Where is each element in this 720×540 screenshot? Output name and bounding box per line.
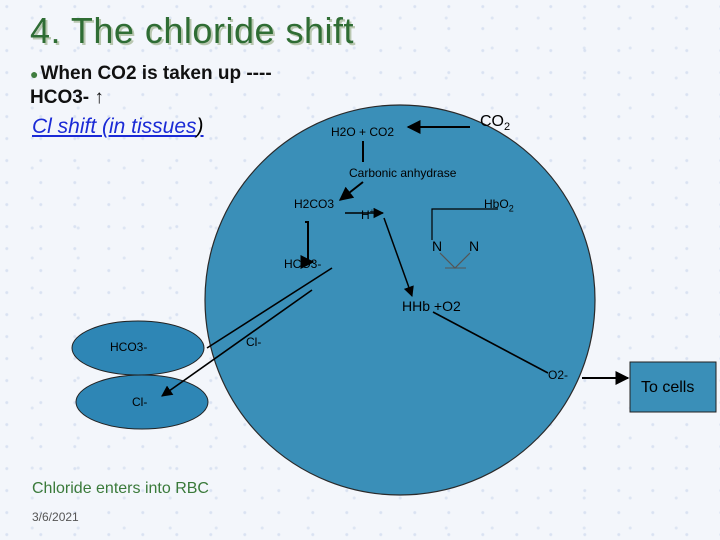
hbo2-label: HbO2	[484, 197, 514, 214]
cl-upper-label: Cl-	[246, 335, 262, 349]
hco3-ellipse-label: HCO3-	[110, 340, 148, 354]
carbonic-anhydrase-label: Carbonic anhydrase	[349, 166, 457, 180]
hhb-o2-label: HHb +O2	[402, 298, 461, 314]
h2co3-to-hco3-arrow	[300, 221, 315, 269]
co2-outside-label: CO2	[480, 113, 511, 134]
cl-entry-arrow	[161, 289, 313, 397]
subtitle-paren: )	[196, 115, 204, 138]
cl-ellipse	[75, 374, 209, 430]
bullet-line-2: HCO3- ↑	[30, 87, 104, 108]
h-plus-label: H+	[361, 207, 375, 222]
subtitle: Cl shift (in tissues)	[32, 115, 204, 139]
carbonic-anhydrase-arrow	[338, 181, 364, 201]
red-blood-cell	[204, 104, 596, 496]
o2-out-label: O2-	[548, 368, 569, 382]
slide-title: 4. The chloride shift	[30, 10, 355, 51]
to-cells-label: To cells	[641, 379, 695, 396]
bullet-dot-icon: ●	[30, 66, 39, 82]
to-cells-box	[629, 361, 717, 413]
subtitle-text: Cl shift (in tissues	[32, 115, 197, 138]
bullet-text: ●When CO2 is taken up ---- HCO3- ↑	[30, 62, 272, 110]
hbo2-bracket	[431, 208, 498, 240]
cl-ellipse-label: Cl-	[132, 395, 148, 409]
h2co3-label: H2CO3	[294, 197, 335, 211]
hplus-to-hhb-arrow	[383, 217, 414, 297]
hco3-inside-label: HCO3-	[284, 257, 322, 271]
n-left-label: N	[432, 238, 443, 254]
h2o-co2-label: H2O + CO2	[331, 125, 395, 139]
o2-release-line	[432, 311, 549, 374]
slide-date: 3/6/2021	[32, 510, 79, 524]
hco3-exit-line	[206, 267, 333, 349]
footer-caption: Chloride enters into RBC	[32, 480, 209, 497]
bullet-line-1: When CO2 is taken up ----	[40, 63, 272, 84]
n-right-label: N	[469, 238, 480, 254]
